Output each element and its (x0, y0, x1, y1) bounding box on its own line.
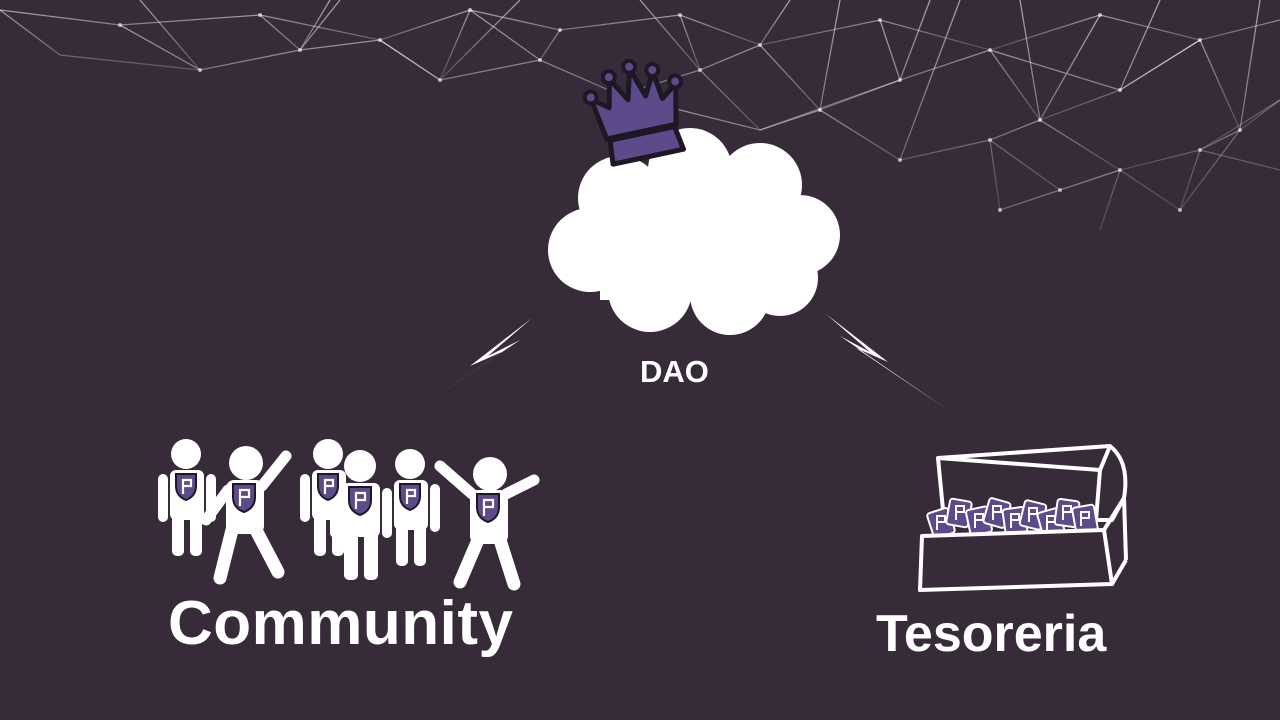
dao-label: DAO (640, 354, 709, 389)
tesoreria-label: Tesoreria (876, 605, 1107, 663)
crown-icon (582, 58, 686, 167)
community-label: Community (168, 589, 514, 658)
left-connector (410, 318, 532, 414)
treasure-chest-icon (918, 444, 1128, 592)
people-group-icon (158, 439, 540, 591)
right-connector (826, 314, 948, 410)
cloud-icon (548, 128, 840, 335)
network-nodes (118, 8, 1242, 212)
